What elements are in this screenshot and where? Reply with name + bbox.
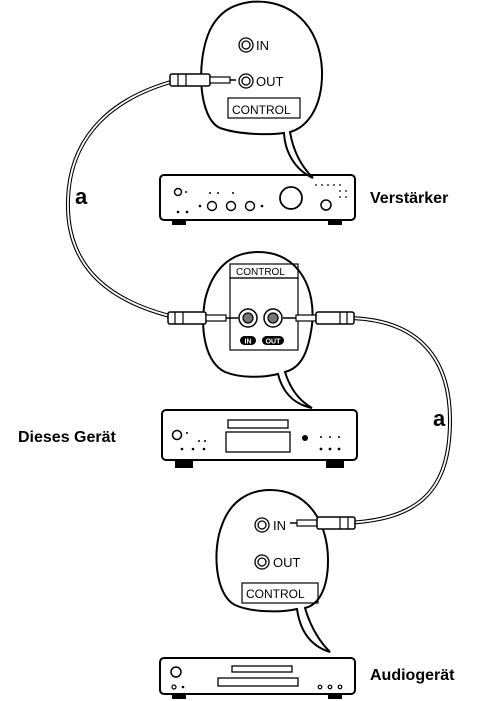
amplifier-label: Verstärker bbox=[370, 190, 448, 207]
amplifier-in-jack-icon bbox=[238, 37, 254, 53]
audio-out-jack-icon bbox=[254, 554, 270, 570]
audio-in-label: IN bbox=[273, 518, 286, 533]
this-unit-label: Dieses Gerät bbox=[18, 429, 117, 446]
audio-in-jack-icon bbox=[254, 517, 270, 533]
amplifier-in-label: IN bbox=[256, 38, 269, 53]
this-unit-out-badge bbox=[262, 336, 284, 345]
this-unit-control-callout: IN OUT CONTROL bbox=[202, 250, 314, 409]
amplifier-out-label: OUT bbox=[256, 74, 284, 89]
this-unit-device bbox=[161, 409, 358, 468]
plug-unit-in bbox=[167, 311, 238, 325]
plug-amp-out bbox=[169, 73, 236, 87]
audio-device-label: Audiogerät bbox=[370, 667, 455, 684]
this-unit-control-label: CONTROL bbox=[236, 267, 285, 278]
this-unit-in-jack-icon bbox=[238, 308, 258, 328]
this-unit-in-badge bbox=[240, 336, 256, 345]
plug-audio-in bbox=[290, 516, 356, 530]
cable-label-top: a bbox=[75, 184, 88, 209]
amplifier-control-label: CONTROL bbox=[232, 103, 291, 117]
plug-unit-out bbox=[283, 311, 355, 325]
amplifier-out-jack-icon bbox=[238, 73, 254, 89]
cable-a-bottom bbox=[343, 316, 453, 525]
cable-a-top bbox=[65, 78, 180, 320]
audio-control-label: CONTROL bbox=[246, 587, 305, 601]
this-unit-out-jack-icon bbox=[263, 308, 283, 328]
amplifier-device bbox=[159, 174, 356, 225]
this-unit-in-badge-text: IN bbox=[245, 339, 252, 346]
audio-out-label: OUT bbox=[273, 555, 301, 570]
amplifier-control-callout: IN OUT CONTROL bbox=[200, 0, 324, 179]
audio-device bbox=[159, 657, 356, 699]
this-unit-out-badge-text: OUT bbox=[266, 339, 282, 346]
audio-device-control-callout: IN OUT CONTROL bbox=[215, 488, 331, 653]
cable-label-bottom: a bbox=[433, 406, 446, 431]
